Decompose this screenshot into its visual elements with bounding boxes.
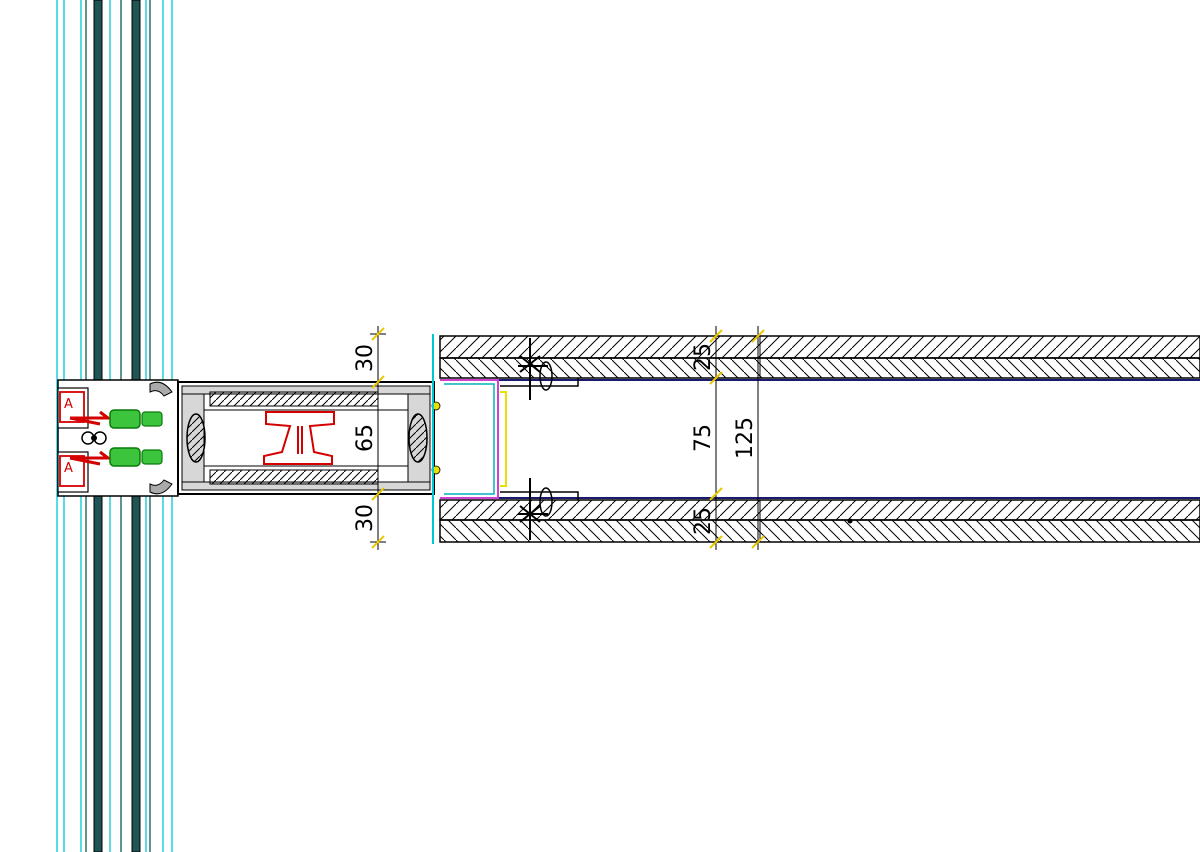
- partition-wall: [432, 334, 1200, 544]
- svg-text:A: A: [64, 397, 73, 412]
- wall-dimension-lines: [709, 326, 765, 550]
- aluminium-transom-profile: [177, 381, 441, 495]
- pressure-plate-assembly: A A: [57, 379, 179, 497]
- dim-board-top: 25: [691, 343, 716, 371]
- dim-frame-middle: 65: [353, 424, 378, 452]
- svg-text:A: A: [64, 461, 73, 476]
- dim-cavity: 75: [691, 424, 716, 452]
- dim-wall-total: 125: [733, 417, 758, 459]
- dim-frame-top: 30: [353, 344, 378, 372]
- dim-frame-bottom: 30: [353, 504, 378, 532]
- frame-dimension-chain: [370, 326, 386, 550]
- dim-board-bottom: 25: [691, 507, 716, 535]
